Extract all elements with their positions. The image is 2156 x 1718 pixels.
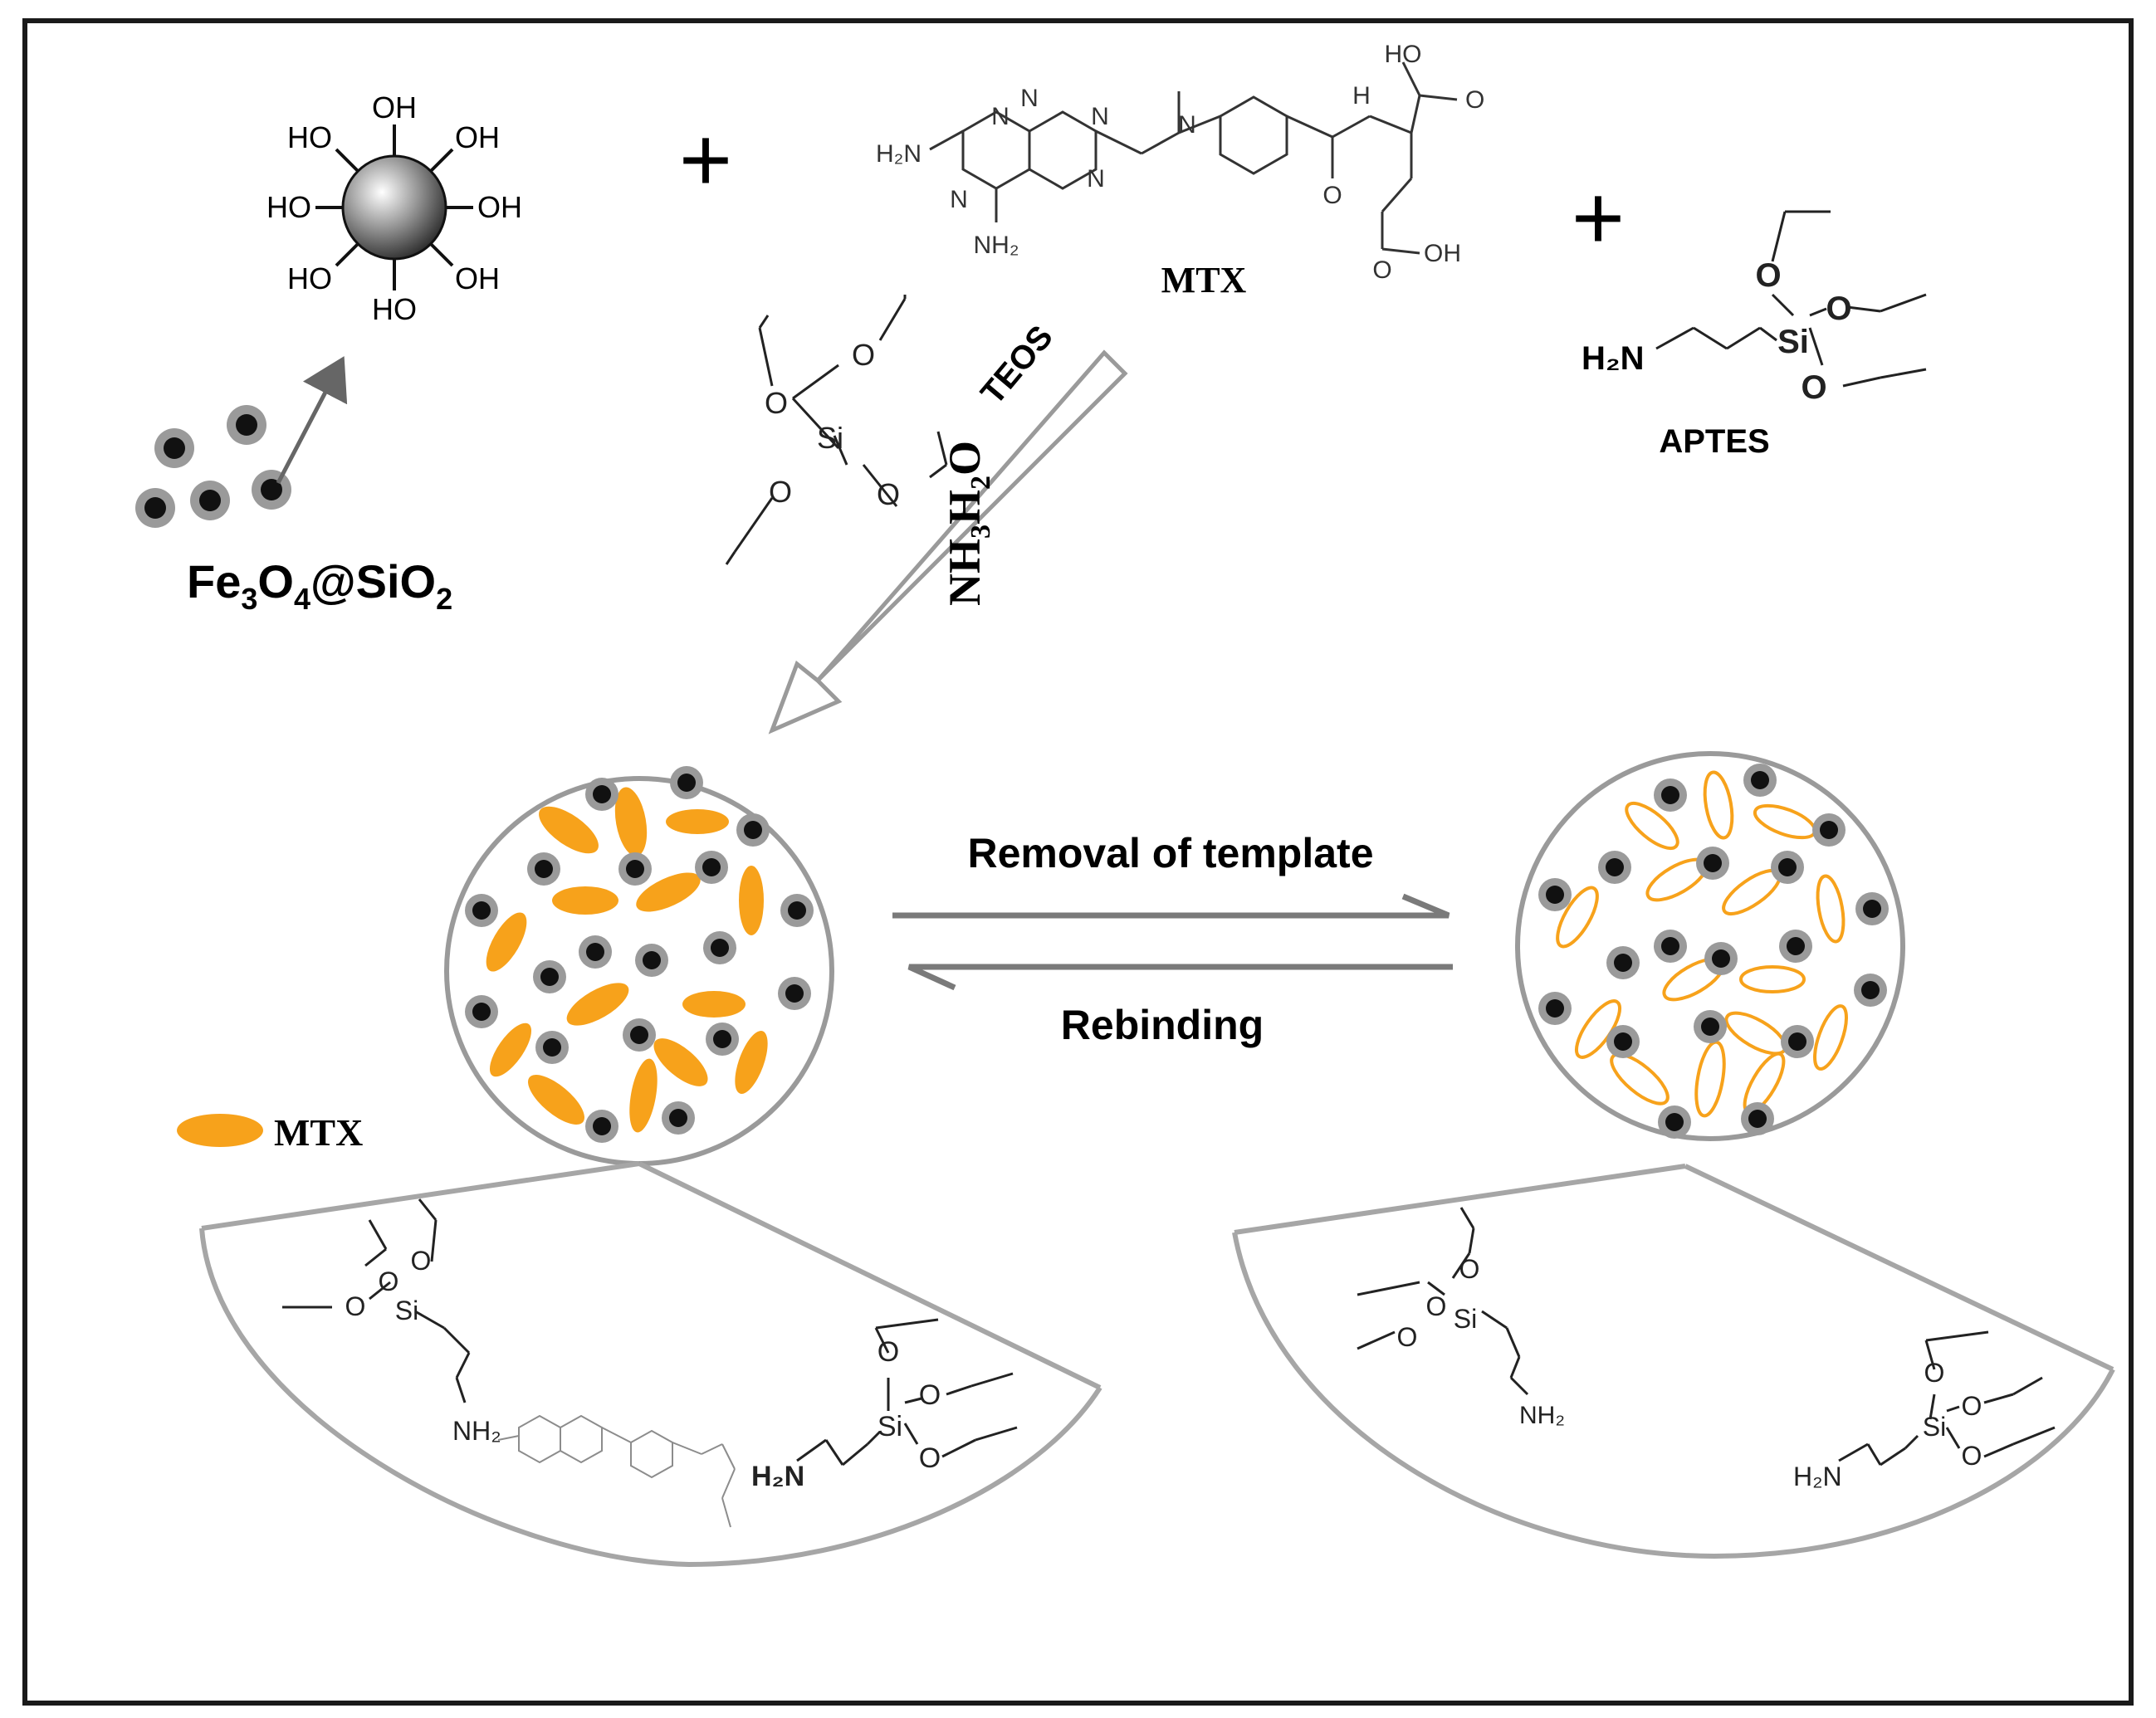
legend-mtx-swatch — [177, 1114, 263, 1147]
mip-right-particles — [1538, 764, 1889, 1139]
outer-frame — [22, 18, 2134, 1706]
zoom-left-amine: NH₂ — [452, 1416, 501, 1446]
svg-text:O: O — [765, 386, 788, 420]
oh-upper-left: HO — [287, 120, 332, 154]
svg-text:NH₂: NH₂ — [974, 232, 1019, 259]
silica-sphere-group: OH HO HO OH HO OH HO OH — [266, 90, 522, 326]
oh-right: OH — [477, 190, 522, 224]
rebinding-label: Rebinding — [1061, 1002, 1264, 1048]
catalyst-label: NH3H2O — [940, 441, 996, 606]
zoom-right-right-silane — [1838, 1330, 2056, 1467]
svg-text:N: N — [1020, 85, 1039, 112]
zoom-right-right-amine: H₂N — [1793, 1462, 1842, 1491]
svg-text:O: O — [919, 1379, 941, 1411]
svg-text:N: N — [991, 103, 1010, 130]
zoom-left-mtx — [497, 1414, 736, 1528]
zoom-left-right-silane — [796, 1318, 1018, 1467]
aptes-label: APTES — [1659, 423, 1769, 460]
oh-left: HO — [266, 190, 311, 224]
zoom-right-silane-atoms: O O O Si — [1397, 1254, 1480, 1352]
oh-lower-right: OH — [455, 261, 500, 295]
fe3o4-sio2-label: Fe3O4@SiO2 — [187, 555, 452, 616]
svg-text:OH: OH — [1424, 240, 1461, 267]
aptes-amine: H₂N — [1582, 340, 1645, 377]
zoom-left-silane-atoms: O O O Si — [345, 1246, 432, 1325]
mtx-atom-labels: N N N N N N H₂N NH₂ HO O O OH O H — [876, 41, 1484, 284]
legend-mtx-label: MTX — [274, 1111, 363, 1154]
forward-arrow — [892, 893, 1450, 919]
svg-text:O: O — [1397, 1322, 1418, 1352]
svg-text:O: O — [1465, 86, 1484, 114]
svg-text:O: O — [769, 475, 792, 509]
plus-sign-2: + — [1572, 167, 1625, 269]
oh-upper-right: OH — [455, 120, 500, 154]
svg-text:N: N — [950, 186, 968, 213]
oh-bottom: HO — [372, 292, 417, 326]
teos-molecule — [725, 295, 948, 565]
core-shell-particles — [135, 405, 291, 528]
svg-text:Si: Si — [878, 1411, 902, 1442]
zoom-lens-right — [1232, 1164, 2115, 1559]
svg-text:O: O — [877, 477, 900, 511]
svg-text:Si: Si — [1777, 324, 1809, 360]
mtx-label: MTX — [1161, 260, 1247, 300]
svg-text:Si: Si — [395, 1296, 418, 1325]
svg-text:O: O — [852, 338, 875, 372]
svg-text:Si: Si — [1923, 1412, 1946, 1442]
aptes-molecule — [1655, 210, 1927, 388]
svg-text:O: O — [411, 1246, 432, 1276]
equilibrium-arrows — [892, 893, 1453, 991]
svg-text:O: O — [1924, 1358, 1945, 1388]
mip-left-template-ellipses — [486, 787, 768, 1133]
svg-text:O: O — [1322, 182, 1342, 209]
svg-text:H: H — [1352, 82, 1371, 110]
svg-text:HO: HO — [1385, 41, 1422, 68]
reaction-arrow-hollow — [768, 349, 1128, 735]
svg-text:O: O — [919, 1442, 941, 1474]
svg-text:O: O — [379, 1267, 399, 1296]
teos-label: TEOS — [974, 319, 1060, 412]
svg-text:O: O — [1459, 1254, 1480, 1284]
svg-text:O: O — [1801, 369, 1826, 406]
teos-atoms: O O O O Si — [765, 338, 900, 511]
svg-text:O: O — [1755, 257, 1781, 294]
mip-left-particles — [465, 766, 814, 1143]
zoom-right-silane — [1357, 1207, 1529, 1396]
svg-text:O: O — [345, 1291, 366, 1321]
zoom-lens-left — [199, 1161, 1102, 1568]
svg-text:N: N — [1178, 111, 1196, 139]
svg-text:O: O — [1826, 290, 1851, 327]
svg-text:O: O — [1372, 256, 1391, 284]
svg-text:O: O — [1962, 1441, 1982, 1471]
plus-sign-1: + — [679, 109, 732, 211]
svg-text:N: N — [1087, 165, 1105, 193]
silica-sphere-icon — [341, 154, 447, 261]
mtx-molecule — [929, 61, 1458, 255]
particle-to-sphere-arrow — [276, 356, 348, 485]
removal-template-label: Removal of template — [967, 830, 1373, 876]
zoom-left-right-silane-atoms: O O O Si — [878, 1336, 941, 1474]
svg-text:O: O — [1426, 1291, 1447, 1321]
svg-text:Si: Si — [1454, 1304, 1477, 1334]
oh-bonds — [315, 124, 473, 290]
svg-text:Si: Si — [817, 421, 843, 455]
zoom-right-right-silane-atoms: O O O Si — [1923, 1358, 1982, 1471]
svg-text:O: O — [1962, 1391, 1982, 1421]
zoom-left-silane — [282, 1198, 471, 1403]
oh-lower-left: HO — [287, 261, 332, 295]
zoom-left-right-amine: H₂N — [751, 1461, 804, 1492]
oh-top: OH — [372, 90, 417, 124]
svg-text:N: N — [1091, 103, 1109, 130]
svg-text:H₂N: H₂N — [876, 140, 922, 168]
zoom-right-amine: NH₂ — [1519, 1402, 1565, 1429]
svg-text:O: O — [878, 1336, 899, 1368]
reverse-arrow — [907, 964, 1453, 991]
aptes-atoms: O O O Si — [1755, 257, 1851, 406]
